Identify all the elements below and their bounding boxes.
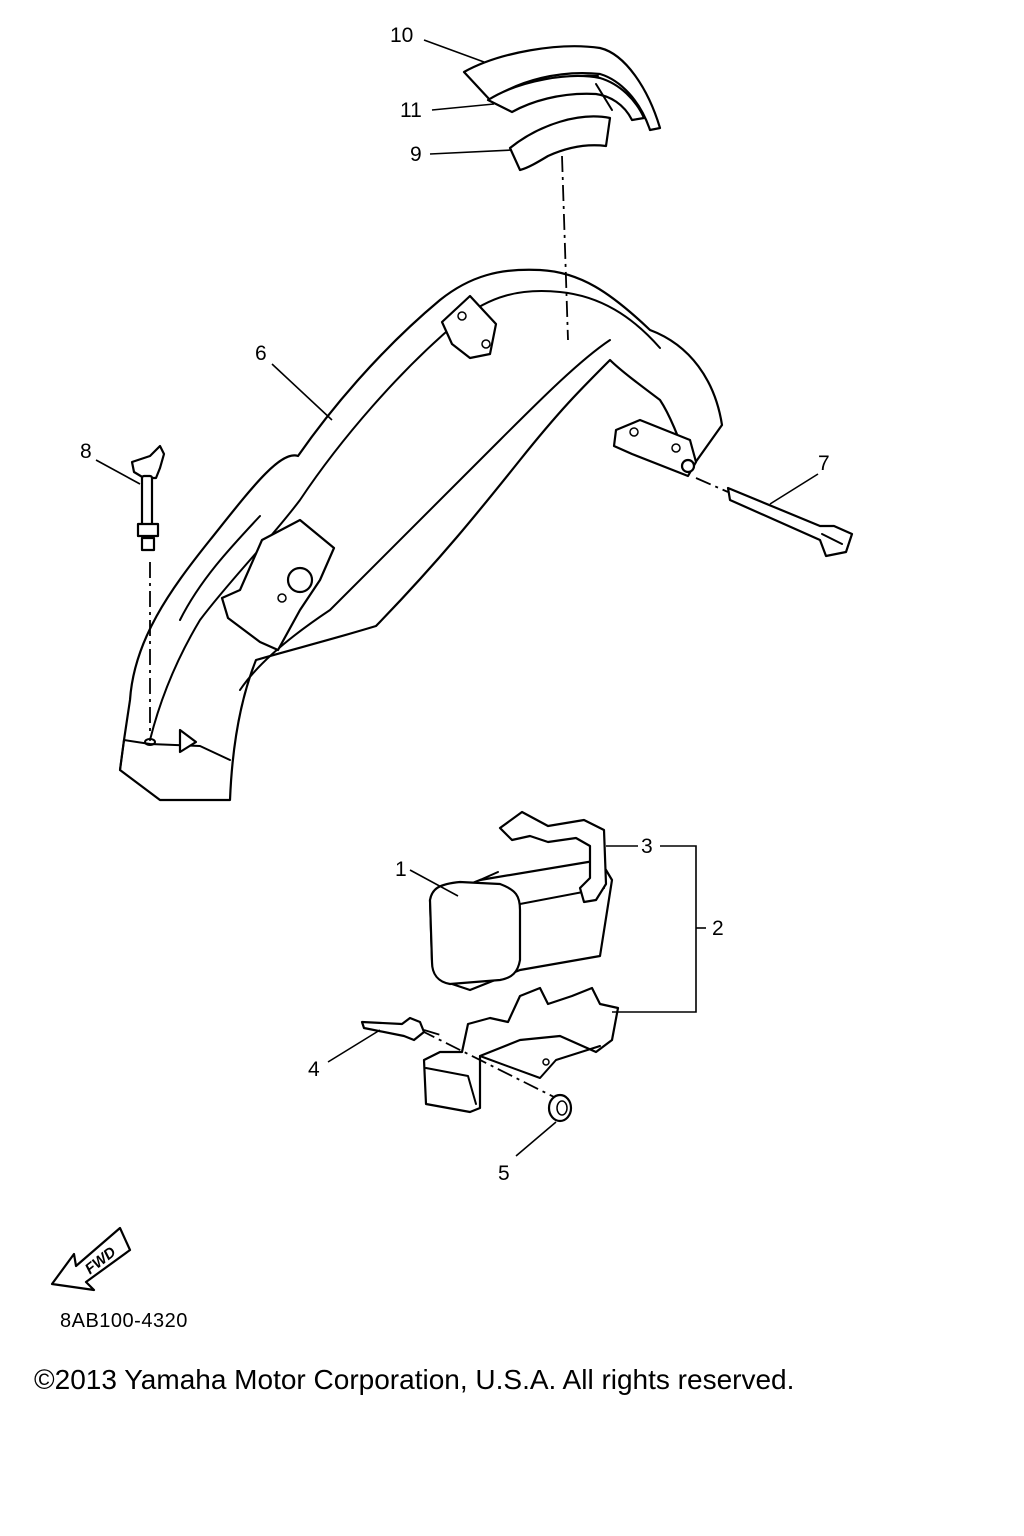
callout-labels: 10 11 9 6 8 7 3 1 2 4 5 xyxy=(80,24,830,1185)
callout-7: 7 xyxy=(818,452,830,475)
part-2-tray xyxy=(419,986,620,1114)
guard-centerline xyxy=(561,155,569,341)
part-4-screw xyxy=(360,1016,445,1042)
callout-8: 8 xyxy=(80,440,92,463)
diagram-code: 8AB100-4320 xyxy=(60,1310,188,1332)
part-6-fender xyxy=(118,268,724,802)
callout-2: 2 xyxy=(712,917,724,940)
callout-9: 9 xyxy=(410,143,422,166)
callout-1: 1 xyxy=(395,858,407,881)
leader-lines xyxy=(95,39,819,1157)
part-8-wing-bolt xyxy=(130,444,166,736)
callout-4: 4 xyxy=(308,1058,320,1081)
part-3-strap xyxy=(498,810,608,904)
callout-3: 3 xyxy=(641,835,653,858)
fwd-arrow-icon: FWD xyxy=(50,1226,132,1292)
part-9-guard xyxy=(508,115,612,172)
copyright-notice: ©2013 Yamaha Motor Corporation, U.S.A. A… xyxy=(34,1364,795,1395)
part-5-nut xyxy=(547,1093,573,1123)
part-1-battery xyxy=(428,858,614,992)
part-11-guard xyxy=(486,75,646,122)
callout-6: 6 xyxy=(255,342,267,365)
callout-10: 10 xyxy=(390,24,413,47)
part-7-pin xyxy=(695,477,854,558)
callout-11: 11 xyxy=(400,99,422,122)
callout-5: 5 xyxy=(498,1162,510,1185)
